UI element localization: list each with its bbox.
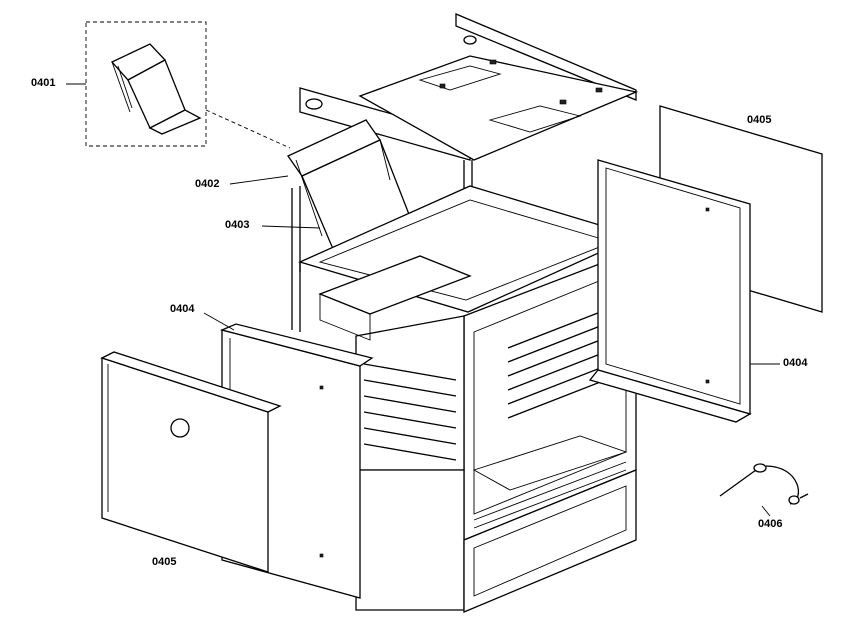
label-0402: 0402	[195, 178, 220, 190]
part-0401-detail	[85, 21, 291, 149]
leader-lines	[66, 83, 780, 517]
part-0404-right-panel	[588, 159, 752, 423]
label-0401: 0401	[31, 77, 56, 89]
part-0405-left-panel	[100, 351, 282, 573]
label-0404-left: 0404	[170, 303, 195, 315]
part-0406-sensor	[719, 463, 809, 505]
label-0404-right: 0404	[783, 357, 808, 369]
range-frame	[291, 160, 638, 613]
label-0405-left: 0405	[152, 556, 177, 568]
label-0406: 0406	[758, 518, 783, 530]
part-0402-duct	[287, 119, 434, 265]
label-0405-right: 0405	[747, 114, 772, 126]
top-panel-assembly	[299, 13, 639, 161]
label-0403: 0403	[225, 219, 250, 231]
